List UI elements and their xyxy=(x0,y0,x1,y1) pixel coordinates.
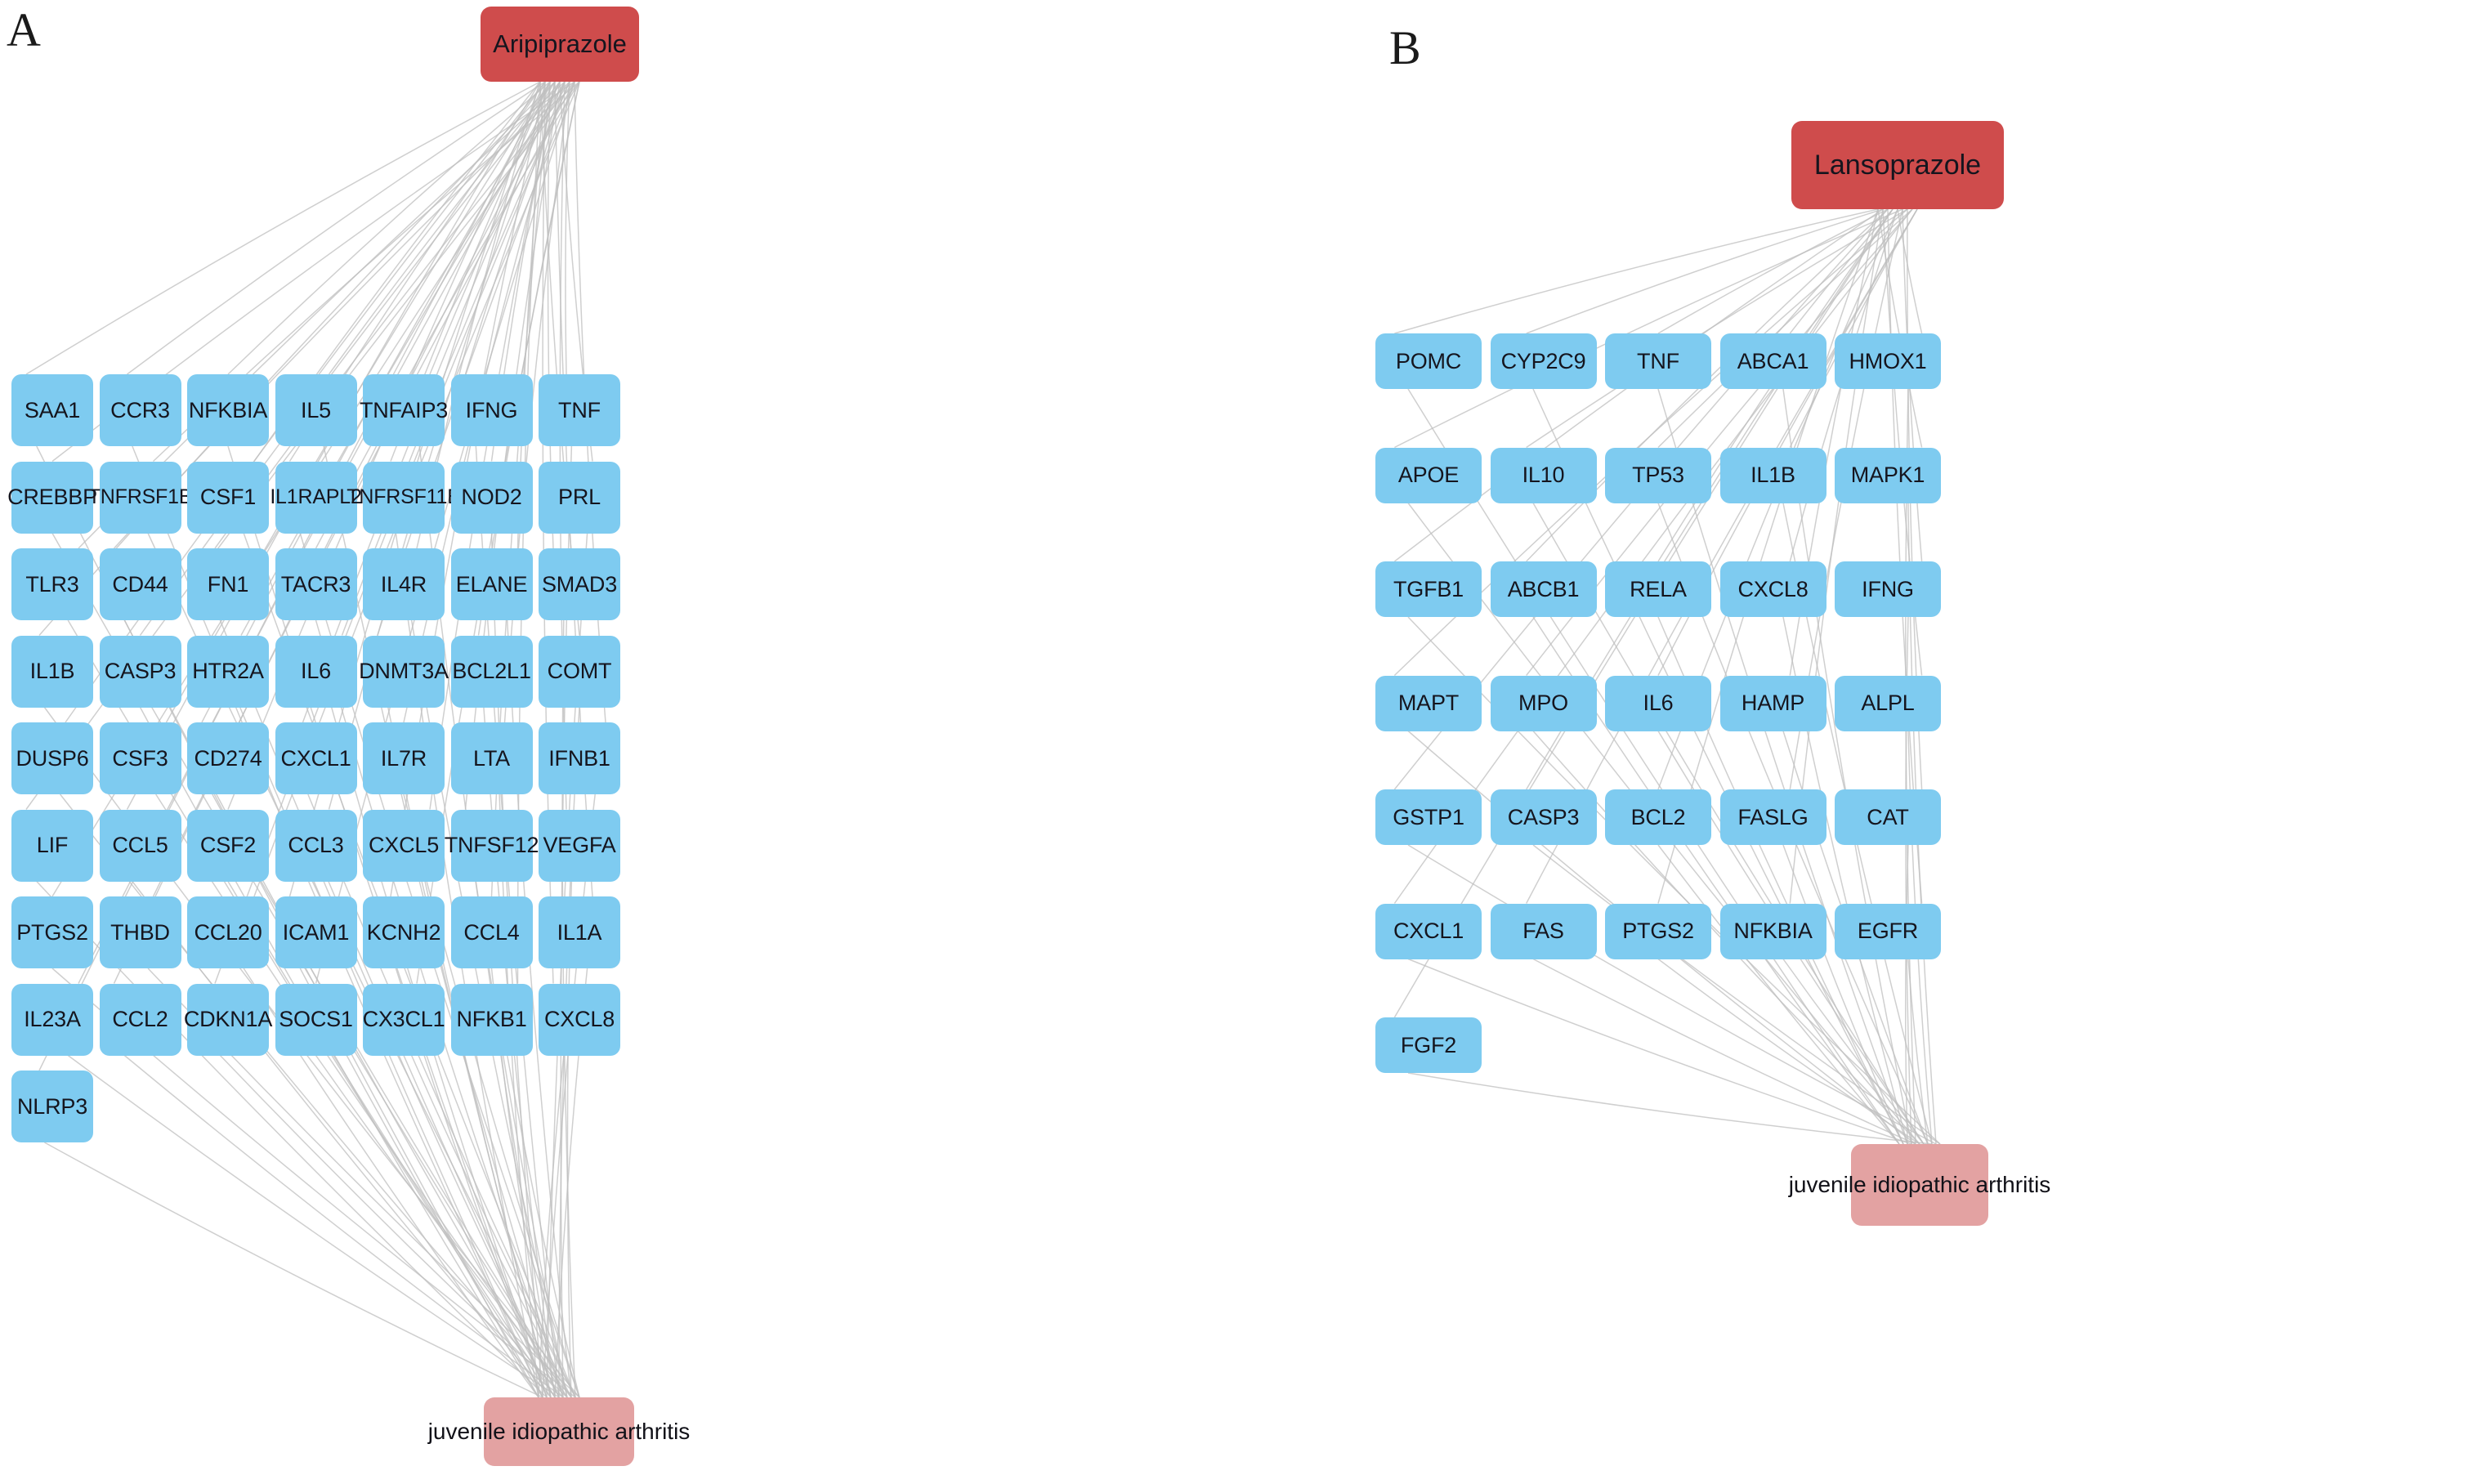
panel-letter-a: A xyxy=(7,3,41,56)
gene-node-cxcl8[interactable]: CXCL8 xyxy=(539,983,620,1056)
gene-node-fas[interactable]: FAS xyxy=(1490,903,1597,959)
gene-node-socs1[interactable]: SOCS1 xyxy=(275,983,357,1056)
gene-node-tgfb1[interactable]: TGFB1 xyxy=(1375,561,1482,617)
drug-node-aripiprazole[interactable]: Aripiprazole xyxy=(481,7,639,82)
gene-node-gstp1[interactable]: GSTP1 xyxy=(1375,789,1482,845)
gene-node-vegfa[interactable]: VEGFA xyxy=(539,809,620,882)
gene-node-cx3cl1[interactable]: CX3CL1 xyxy=(363,983,445,1056)
gene-node-prl[interactable]: PRL xyxy=(539,461,620,534)
gene-node-abcb1[interactable]: ABCB1 xyxy=(1490,561,1597,617)
gene-node-icam1[interactable]: ICAM1 xyxy=(275,896,357,968)
gene-node-fgf2[interactable]: FGF2 xyxy=(1375,1017,1482,1073)
gene-node-ifnb1[interactable]: IFNB1 xyxy=(539,722,620,794)
gene-node-tp53[interactable]: TP53 xyxy=(1605,447,1711,503)
gene-node-tnfrsf1b[interactable]: TNFRSF1B xyxy=(88,461,192,534)
gene-node-saa1[interactable]: SAA1 xyxy=(11,374,93,446)
gene-node-ccl20[interactable]: CCL20 xyxy=(187,896,269,968)
gene-node-ccl3[interactable]: CCL3 xyxy=(275,809,357,882)
gene-node-apoe[interactable]: APOE xyxy=(1375,447,1482,503)
gene-node-tacr3[interactable]: TACR3 xyxy=(275,548,357,620)
gene-node-cd274[interactable]: CD274 xyxy=(187,722,269,794)
gene-node-smad3[interactable]: SMAD3 xyxy=(539,548,620,620)
gene-node-hamp[interactable]: HAMP xyxy=(1719,675,1826,731)
gene-node-bcl2[interactable]: BCL2 xyxy=(1605,789,1711,845)
gene-node-bcl2l1[interactable]: BCL2L1 xyxy=(450,635,533,708)
gene-node-alpl[interactable]: ALPL xyxy=(1835,675,1941,731)
gene-node-tnf[interactable]: TNF xyxy=(1605,333,1711,389)
gene-node-csf1[interactable]: CSF1 xyxy=(187,461,269,534)
gene-node-mapk1[interactable]: MAPK1 xyxy=(1835,447,1941,503)
gene-node-cxcl1[interactable]: CXCL1 xyxy=(275,722,357,794)
gene-node-il1rapl2[interactable]: IL1RAPL2 xyxy=(270,461,362,534)
gene-node-il1a[interactable]: IL1A xyxy=(539,896,620,968)
gene-node-il6[interactable]: IL6 xyxy=(275,635,357,708)
gene-node-il1b[interactable]: IL1B xyxy=(11,635,93,708)
gene-node-il7r[interactable]: IL7R xyxy=(363,722,445,794)
disease-node-jia-panel-b[interactable]: juvenile idiopathic arthritis xyxy=(1789,1144,2050,1226)
gene-node-cxcl8[interactable]: CXCL8 xyxy=(1719,561,1826,617)
gene-node-il1b[interactable]: IL1B xyxy=(1719,447,1826,503)
gene-node-crebbp[interactable]: CREBBP xyxy=(7,461,97,534)
gene-node-tnfsf12[interactable]: TNFSF12 xyxy=(445,809,539,882)
gene-node-nfkbia[interactable]: NFKBIA xyxy=(187,374,269,446)
gene-node-mpo[interactable]: MPO xyxy=(1490,675,1597,731)
gene-node-nod2[interactable]: NOD2 xyxy=(450,461,533,534)
gene-node-cd44[interactable]: CD44 xyxy=(99,548,181,620)
gene-node-cyp2c9[interactable]: CYP2C9 xyxy=(1490,333,1597,389)
gene-node-il4r[interactable]: IL4R xyxy=(363,548,445,620)
gene-node-csf3[interactable]: CSF3 xyxy=(99,722,181,794)
gene-node-ifng[interactable]: IFNG xyxy=(450,374,533,446)
gene-node-kcnh2[interactable]: KCNH2 xyxy=(363,896,445,968)
gene-node-dnmt3a[interactable]: DNMT3A xyxy=(359,635,449,708)
gene-node-cdkn1a[interactable]: CDKN1A xyxy=(184,983,272,1056)
disease-node-label-a: juvenile idiopathic arthritis xyxy=(427,1419,691,1444)
gene-node-nlrp3[interactable]: NLRP3 xyxy=(11,1071,93,1142)
disease-node-label-b: juvenile idiopathic arthritis xyxy=(1788,1172,2051,1197)
gene-node-ccl2[interactable]: CCL2 xyxy=(99,983,181,1056)
gene-node-il5[interactable]: IL5 xyxy=(275,374,357,446)
gene-node-ifng[interactable]: IFNG xyxy=(1835,561,1941,617)
gene-node-comt[interactable]: COMT xyxy=(539,635,620,708)
gene-node-rela[interactable]: RELA xyxy=(1605,561,1711,617)
gene-node-tnfrsf11b[interactable]: TNFRSF11B xyxy=(347,461,461,534)
gene-node-ccl4[interactable]: CCL4 xyxy=(450,896,533,968)
gene-node-egfr[interactable]: EGFR xyxy=(1835,903,1941,959)
panel-letter-b: B xyxy=(1389,21,1421,74)
gene-node-htr2a[interactable]: HTR2A xyxy=(187,635,269,708)
gene-node-tlr3[interactable]: TLR3 xyxy=(11,548,93,620)
gene-node-cat[interactable]: CAT xyxy=(1835,789,1941,845)
gene-node-casp3[interactable]: CASP3 xyxy=(99,635,181,708)
gene-node-ccr3[interactable]: CCR3 xyxy=(99,374,181,446)
gene-node-hmox1[interactable]: HMOX1 xyxy=(1835,333,1941,389)
gene-node-tnf[interactable]: TNF xyxy=(539,374,620,446)
gene-node-il10[interactable]: IL10 xyxy=(1490,447,1597,503)
gene-node-nfkbia[interactable]: NFKBIA xyxy=(1719,903,1826,959)
gene-node-elane[interactable]: ELANE xyxy=(450,548,533,620)
gene-node-abca1[interactable]: ABCA1 xyxy=(1719,333,1826,389)
gene-node-nfkb1[interactable]: NFKB1 xyxy=(450,983,533,1056)
gene-node-casp3[interactable]: CASP3 xyxy=(1490,789,1597,845)
gene-node-il6[interactable]: IL6 xyxy=(1605,675,1711,731)
gene-node-pomc[interactable]: POMC xyxy=(1375,333,1482,389)
gene-node-il23a[interactable]: IL23A xyxy=(11,983,93,1056)
gene-node-thbd[interactable]: THBD xyxy=(99,896,181,968)
gene-node-dusp6[interactable]: DUSP6 xyxy=(11,722,93,794)
gene-node-ptgs2[interactable]: PTGS2 xyxy=(1605,903,1711,959)
drug-node-lansoprazole[interactable]: Lansoprazole xyxy=(1791,121,2004,209)
gene-node-ccl5[interactable]: CCL5 xyxy=(99,809,181,882)
gene-node-lta[interactable]: LTA xyxy=(450,722,533,794)
gene-node-fn1[interactable]: FN1 xyxy=(187,548,269,620)
gene-node-lif[interactable]: LIF xyxy=(11,809,93,882)
gene-node-mapt[interactable]: MAPT xyxy=(1375,675,1482,731)
gene-node-ptgs2[interactable]: PTGS2 xyxy=(11,896,93,968)
gene-node-cxcl5[interactable]: CXCL5 xyxy=(363,809,445,882)
gene-node-csf2[interactable]: CSF2 xyxy=(187,809,269,882)
gene-node-tnfaip3[interactable]: TNFAIP3 xyxy=(360,374,448,446)
gene-node-faslg[interactable]: FASLG xyxy=(1719,789,1826,845)
gene-node-cxcl1[interactable]: CXCL1 xyxy=(1375,903,1482,959)
disease-node-jia-panel-a[interactable]: juvenile idiopathic arthritis xyxy=(428,1397,690,1466)
